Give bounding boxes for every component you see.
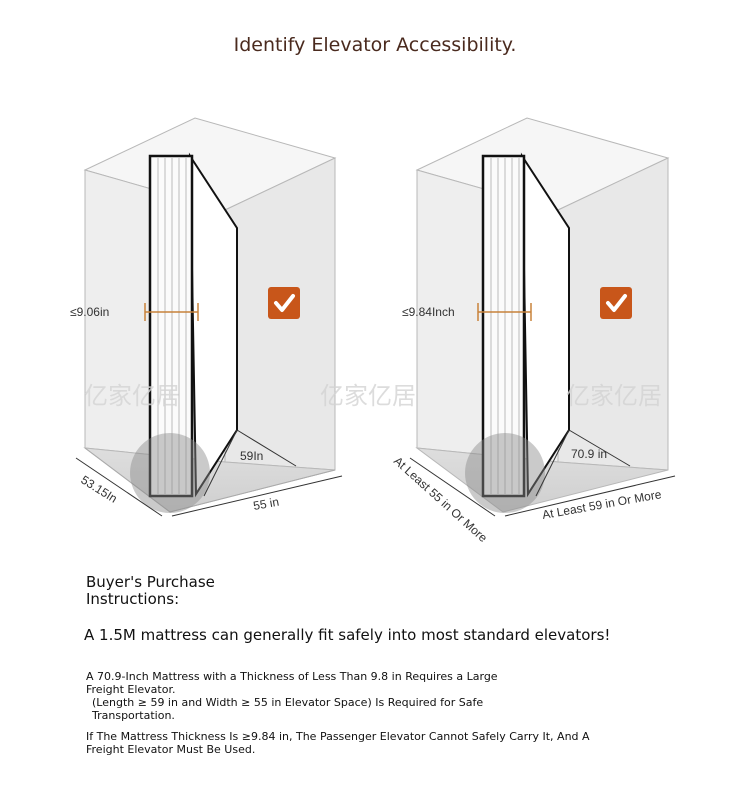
note-line: If The Mattress Thickness Is ≥9.84 in, T…	[86, 730, 590, 743]
page-title: Identify Elevator Accessibility.	[233, 34, 517, 56]
note-line: Freight Elevator Must Be Used.	[86, 743, 256, 756]
right-thickness-label: ≤9.84Inch	[402, 305, 455, 319]
watermark: 亿家亿居	[84, 382, 180, 410]
section-heading: Buyer's Purchase Instructions:	[86, 574, 215, 608]
section-heading-line: Buyer's Purchase	[86, 573, 215, 591]
left-mattress	[148, 152, 238, 498]
checkmark-icon	[606, 294, 627, 312]
note-line: (Length ≥ 59 in and Width ≥ 55 in Elevat…	[92, 696, 484, 709]
note-line: Transportation.	[92, 709, 175, 722]
elevator-diagrams: ≤9.06in 59In 55 in 53.15In	[70, 117, 676, 545]
watermark: 亿家亿居	[320, 382, 416, 410]
purchase-notes: A 70.9-Inch Mattress with a Thickness of…	[86, 670, 606, 756]
checkmark-icon	[274, 294, 295, 312]
left-elevator: ≤9.06in 59In 55 in 53.15In	[70, 117, 343, 517]
note-line: A 70.9-Inch Mattress with a Thickness of…	[86, 670, 498, 683]
right-check-badge	[600, 287, 632, 319]
right-length-label: 70.9 in	[571, 447, 607, 461]
section-heading-line: Instructions:	[86, 590, 180, 608]
right-elevator: ≤9.84Inch 70.9 in At Least 59 in Or More…	[391, 117, 676, 545]
left-highlight-circle	[130, 433, 210, 513]
left-check-badge	[268, 287, 300, 319]
statement-text: A 1.5M mattress can generally fit safely…	[84, 626, 611, 644]
left-length-label: 59In	[240, 449, 263, 463]
left-width-label: 55 in	[252, 495, 280, 513]
left-depth-label: 53.15In	[78, 473, 119, 506]
left-thickness-label: ≤9.06in	[70, 305, 109, 319]
right-highlight-circle	[465, 433, 545, 513]
right-mattress	[481, 152, 570, 498]
note-line: Freight Elevator.	[86, 683, 176, 696]
watermark: 亿家亿居	[566, 382, 662, 410]
